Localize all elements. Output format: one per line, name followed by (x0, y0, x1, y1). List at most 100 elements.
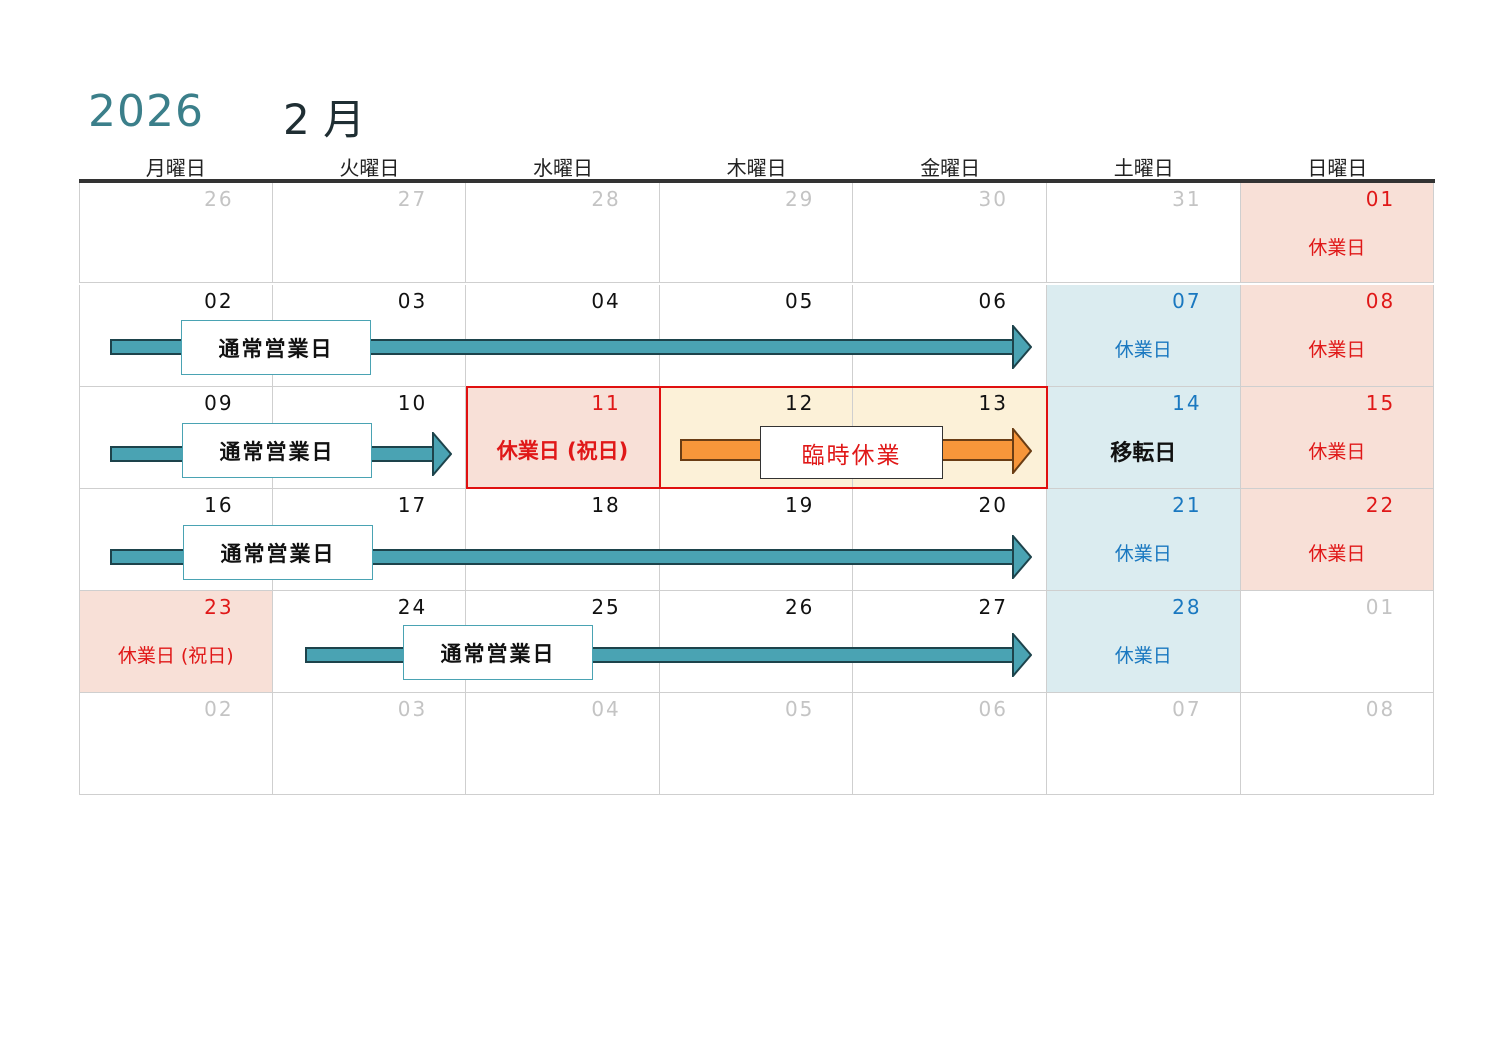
day-number: 03 (397, 697, 428, 721)
day-number: 07 (1172, 289, 1202, 313)
year-title: 2026 (88, 86, 204, 137)
day-number: 01 (1365, 187, 1396, 211)
day-number: 15 (1365, 391, 1396, 415)
weekday-header: 水曜日 (532, 156, 593, 180)
day-cell[interactable]: 07 (1047, 693, 1241, 795)
day-status-label: 休業日 (1114, 543, 1172, 565)
day-status-label: 休業日 (1308, 237, 1366, 259)
day-number: 02 (204, 289, 234, 313)
day-number: 04 (591, 697, 621, 721)
day-number: 17 (397, 493, 428, 517)
day-number: 20 (978, 493, 1008, 517)
day-cell[interactable]: 06 (853, 693, 1047, 795)
day-status-label: 休業日 (1308, 543, 1366, 565)
day-number: 26 (784, 595, 815, 619)
day-number: 05 (784, 697, 815, 721)
day-cell[interactable]: 20 (853, 489, 1047, 591)
day-number: 18 (591, 493, 621, 517)
day-cell[interactable]: 26 (79, 183, 273, 283)
day-cell[interactable]: 28 (466, 183, 660, 283)
day-number: 06 (978, 289, 1008, 313)
day-cell[interactable]: 02 (79, 693, 273, 795)
day-number: 30 (978, 187, 1008, 211)
day-cell[interactable]: 29 (659, 183, 854, 283)
day-number: 05 (784, 289, 815, 313)
arrow-label: 臨時休業 (760, 426, 943, 479)
day-cell[interactable]: 01 (1240, 591, 1435, 693)
month-title: 2 月 (283, 95, 366, 144)
arrow-label: 通常営業日 (182, 423, 372, 478)
day-status-label: 移転日 (1110, 441, 1177, 466)
day-cell[interactable]: 18 (466, 489, 660, 591)
weekday-header: 月曜日 (145, 156, 206, 180)
day-number: 14 (1172, 391, 1202, 415)
day-status-label: 休業日 (1308, 441, 1366, 463)
holiday-highlight-box (466, 386, 661, 489)
day-cell[interactable]: 25 (466, 591, 660, 693)
day-cell[interactable]: 21 休業日 (1047, 489, 1241, 591)
day-cell[interactable]: 03 (272, 285, 467, 387)
day-number: 12 (784, 391, 815, 415)
day-cell[interactable]: 22 休業日 (1240, 489, 1435, 591)
day-number: 27 (978, 595, 1008, 619)
day-number: 03 (397, 289, 428, 313)
day-number: 29 (784, 187, 815, 211)
day-cell[interactable]: 24 (272, 591, 467, 693)
day-cell[interactable]: 08 休業日 (1240, 285, 1435, 387)
day-number: 13 (978, 391, 1008, 415)
weekday-header: 火曜日 (339, 156, 400, 180)
day-number: 27 (397, 187, 428, 211)
weekday-header: 土曜日 (1113, 156, 1174, 180)
day-number: 10 (397, 391, 428, 415)
day-cell[interactable]: 05 (659, 693, 854, 795)
weekday-header: 木曜日 (726, 156, 787, 180)
day-number: 26 (204, 187, 234, 211)
day-number: 28 (1172, 595, 1202, 619)
day-number: 11 (591, 391, 621, 415)
day-number: 21 (1172, 493, 1202, 517)
day-status-label: 休業日 (1114, 645, 1172, 667)
day-cell[interactable]: 03 (272, 693, 467, 795)
day-number: 25 (591, 595, 621, 619)
weekday-header: 金曜日 (920, 156, 981, 180)
day-number: 06 (978, 697, 1008, 721)
day-cell[interactable]: 01 休業日 (1240, 183, 1435, 283)
day-number: 28 (591, 187, 621, 211)
day-cell[interactable]: 31 (1047, 183, 1241, 283)
arrow-label: 通常営業日 (183, 525, 373, 580)
day-cell[interactable]: 04 (466, 693, 660, 795)
day-cell[interactable]: 30 (853, 183, 1047, 283)
day-number: 08 (1365, 697, 1396, 721)
day-number: 04 (591, 289, 621, 313)
day-status-label: 休業日 (祝日) (117, 645, 234, 667)
day-cell[interactable]: 27 (853, 591, 1047, 693)
day-cell[interactable]: 28 休業日 (1047, 591, 1241, 693)
day-cell[interactable]: 10 (272, 387, 467, 489)
day-number: 09 (204, 391, 234, 415)
day-number: 02 (204, 697, 234, 721)
day-number: 31 (1172, 187, 1202, 211)
day-cell[interactable]: 08 (1240, 693, 1435, 795)
day-cell[interactable]: 19 (659, 489, 854, 591)
day-number: 16 (204, 493, 234, 517)
day-cell[interactable]: 27 (272, 183, 467, 283)
day-cell[interactable]: 17 (272, 489, 467, 591)
day-cell[interactable]: 07 休業日 (1047, 285, 1241, 387)
header-divider (79, 179, 1435, 183)
day-cell[interactable]: 26 (659, 591, 854, 693)
temporary-closure-highlight-box (659, 386, 1048, 489)
day-number: 08 (1365, 289, 1396, 313)
day-cell[interactable]: 14 移転日 (1047, 387, 1241, 489)
day-number: 24 (397, 595, 428, 619)
day-status-label: 休業日 (1114, 339, 1172, 361)
day-cell[interactable]: 15 休業日 (1240, 387, 1435, 489)
weekday-header: 日曜日 (1307, 156, 1368, 180)
day-status-label: 休業日 (1308, 339, 1366, 361)
arrow-label: 通常営業日 (403, 625, 593, 680)
day-number: 22 (1365, 493, 1396, 517)
day-number: 01 (1365, 595, 1396, 619)
day-number: 19 (784, 493, 815, 517)
